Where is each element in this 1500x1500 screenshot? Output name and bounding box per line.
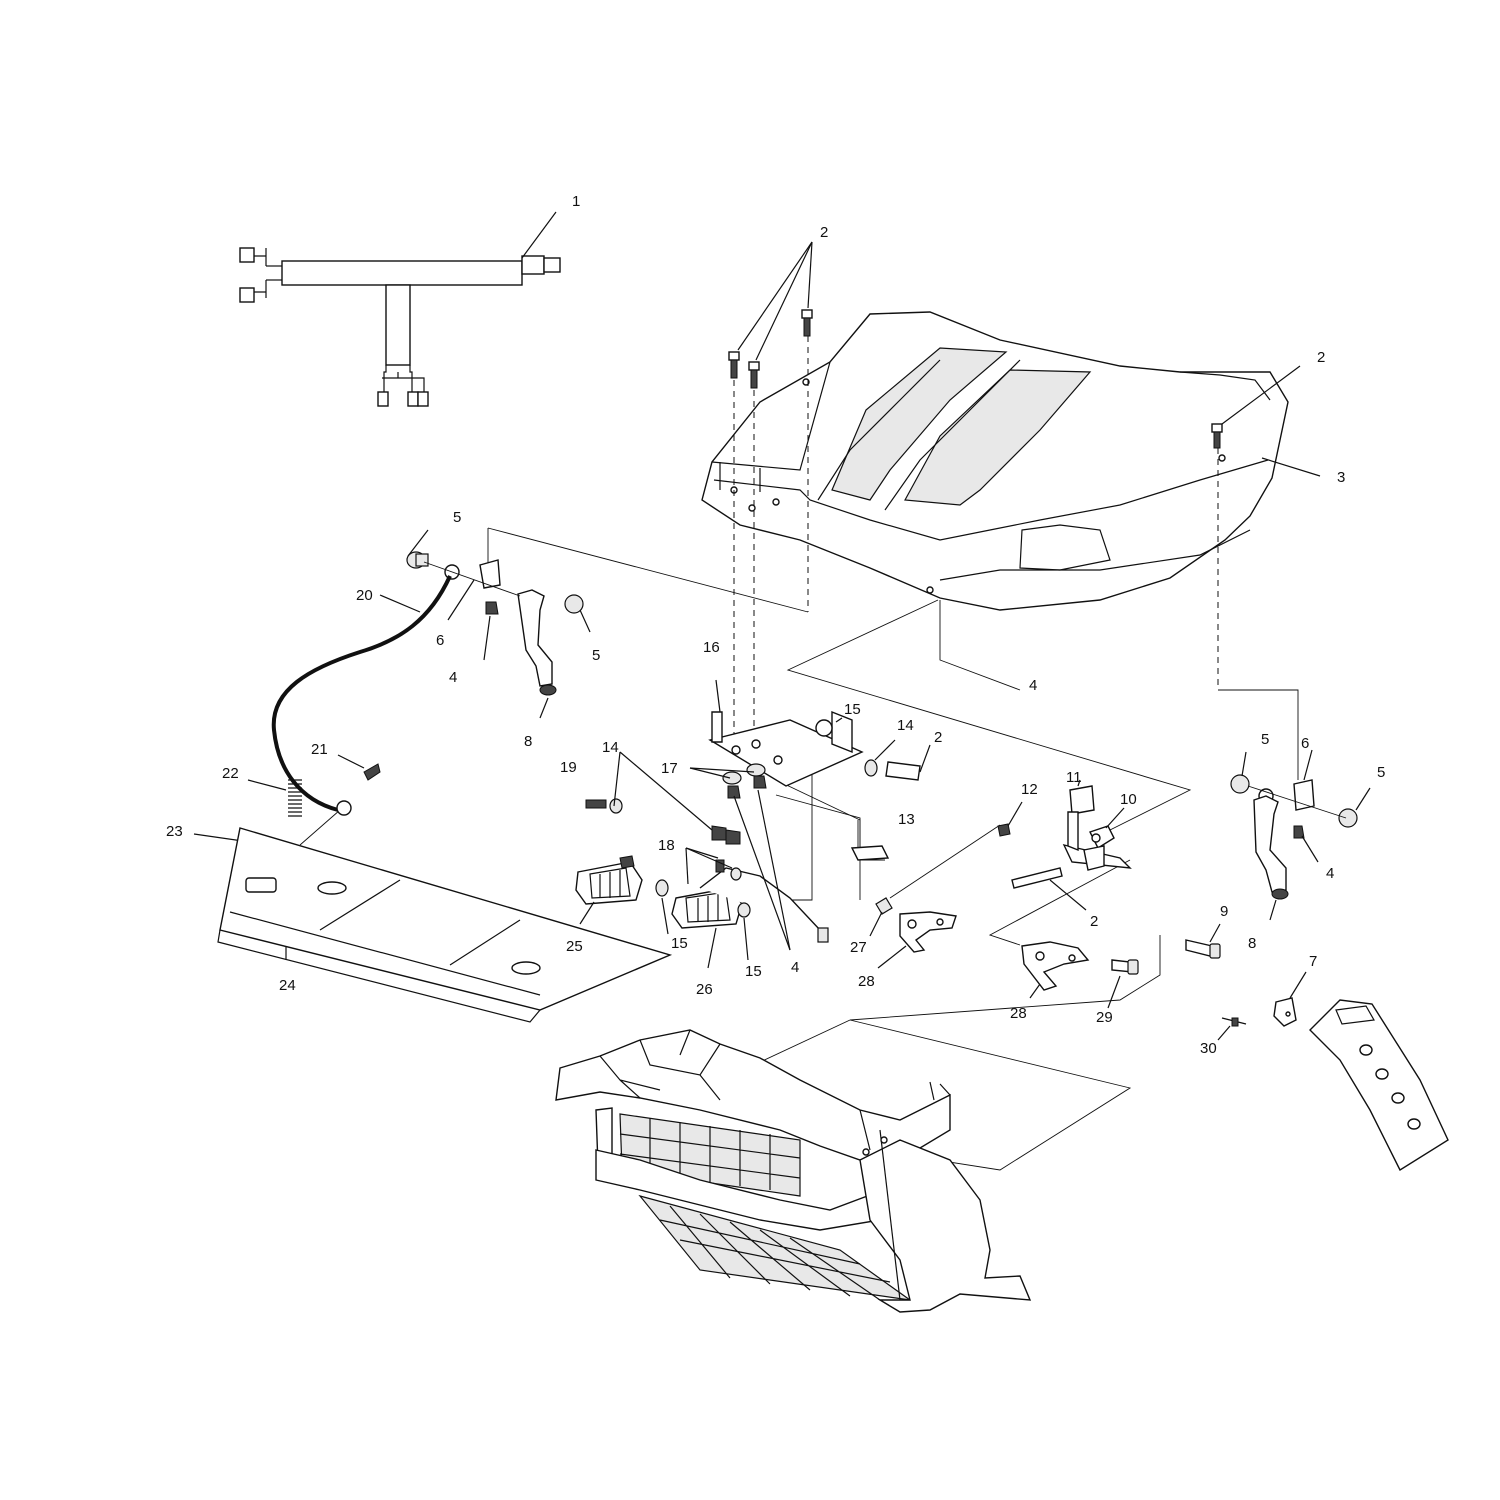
callout-5: 5 — [1261, 731, 1269, 748]
wiring-harness — [239, 211, 561, 407]
foam-pad — [775, 794, 890, 861]
callout-12: 12 — [1021, 781, 1038, 798]
callout-6: 6 — [436, 632, 444, 649]
callout-5: 5 — [1377, 764, 1385, 781]
callout-25: 25 — [566, 938, 583, 955]
cable — [271, 575, 452, 816]
callout-29: 29 — [1096, 1009, 1113, 1026]
callout-5: 5 — [592, 647, 600, 664]
headlight-leaders — [613, 751, 791, 961]
bolt-9 — [1185, 923, 1221, 959]
light-mount-bracket — [689, 679, 931, 799]
hood-hinge-right — [1021, 941, 1139, 1009]
callout-4: 4 — [1029, 677, 1037, 694]
callout-17: 17 — [661, 760, 678, 777]
callout-2: 2 — [1090, 913, 1098, 930]
callout-2: 2 — [934, 729, 942, 746]
callout-7: 7 — [1309, 953, 1317, 970]
callout-26: 26 — [696, 981, 713, 998]
headlight-right — [671, 825, 829, 969]
callout-8: 8 — [1248, 935, 1256, 952]
callout-30: 30 — [1200, 1040, 1217, 1057]
callout-15: 15 — [671, 935, 688, 952]
callout-15: 15 — [844, 701, 861, 718]
hood-hinge-left — [869, 897, 957, 969]
callout-28: 28 — [1010, 1005, 1027, 1022]
callout-9: 9 — [1220, 903, 1228, 920]
callout-14: 14 — [897, 717, 914, 734]
hood-bolts — [728, 241, 1301, 449]
callout-4: 4 — [791, 959, 799, 976]
front-hood — [701, 311, 1321, 611]
hinge-bracket — [997, 779, 1132, 911]
callout-6: 6 — [1301, 735, 1309, 752]
callout-24: 24 — [279, 977, 296, 994]
callout-23: 23 — [166, 823, 183, 840]
callout-28: 28 — [858, 973, 875, 990]
callout-19: 19 — [560, 759, 577, 776]
left-hood-latch — [406, 529, 591, 719]
headlight-left — [575, 798, 669, 925]
callout-27: 27 — [850, 939, 867, 956]
callout-2: 2 — [1317, 349, 1325, 366]
callout-18: 18 — [658, 837, 675, 854]
callout-13: 13 — [898, 811, 915, 828]
callout-labels: 1 2 2 3 5 20 6 4 5 8 16 15 14 2 4 14 19 … — [166, 193, 1385, 1057]
callout-2: 2 — [820, 224, 828, 241]
callout-3: 3 — [1337, 469, 1345, 486]
callout-5: 5 — [453, 509, 461, 526]
callout-14: 14 — [602, 739, 619, 756]
callout-16: 16 — [703, 639, 720, 656]
callout-4: 4 — [449, 669, 457, 686]
callout-10: 10 — [1120, 791, 1137, 808]
right-hood-latch — [1230, 749, 1371, 921]
callout-8: 8 — [524, 733, 532, 750]
callout-22: 22 — [222, 765, 239, 782]
side-latch — [1217, 971, 1449, 1172]
callout-15: 15 — [745, 963, 762, 980]
callout-11: 11 — [1066, 769, 1082, 786]
callout-20: 20 — [356, 587, 373, 604]
callout-21: 21 — [311, 741, 328, 758]
callout-1: 1 — [572, 193, 580, 210]
front-bumper — [555, 1029, 1032, 1313]
front-panel — [217, 827, 673, 1023]
callout-4: 4 — [1326, 865, 1334, 882]
